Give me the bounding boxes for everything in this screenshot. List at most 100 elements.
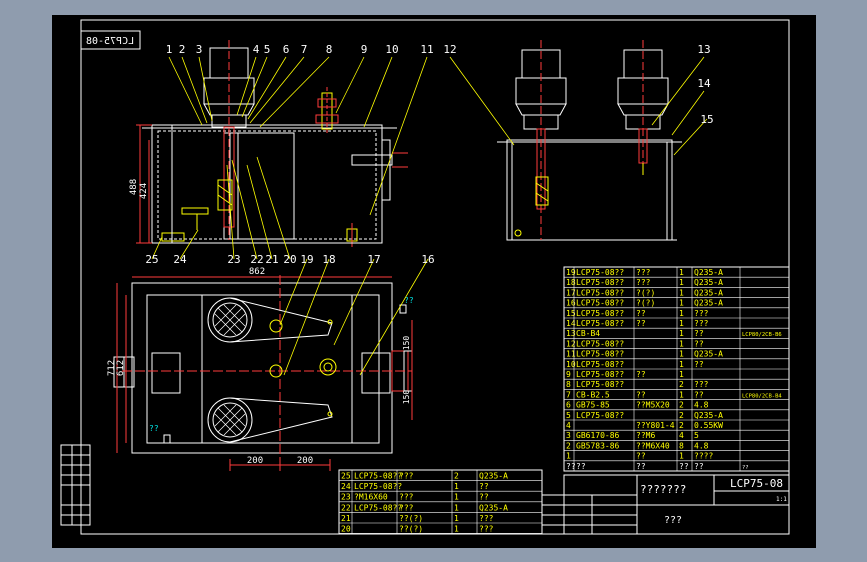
bom-cell: LCP75-08?? [354,472,402,481]
bom-cell: ?? [694,462,704,471]
callout-leader [359,258,429,376]
dim-height-outer: 488 [129,179,139,195]
callout-leader [246,164,273,260]
bom-cell: ?? [636,452,646,461]
dim-span-left: 200 [247,456,263,466]
callout-leader [259,56,330,128]
callout-number: 24 [173,253,187,266]
bom-cell: 21 [341,514,351,523]
bom-cell: 1 [679,339,684,348]
bom-cell: 4 [566,421,571,430]
callout-number: 12 [443,43,456,56]
bom-cell: ??? [694,319,709,328]
bom-cell: ?? [636,309,646,318]
bom-cell: CB-B4 [576,329,600,338]
bom-cell: 1 [679,268,684,277]
callout-leader [369,56,428,216]
callout-number: 16 [421,253,434,266]
bom-cell: 16 [566,299,576,308]
bom-cell: ?? [742,465,749,471]
bom-cell: ??Y801-4 [636,421,675,430]
bom-cell: Q235-A [694,299,723,308]
bom-cell: ?(?) [636,288,655,297]
bom-cell: 19 [566,268,576,277]
bom-cell: LCP75-08?? [576,370,624,379]
bom-cell: 1 [679,309,684,318]
bom-cell: Q235-A [694,288,723,297]
bom-cell: 1 [679,350,684,359]
bom-cell: ??? [479,525,494,534]
bom-cell: ?? [694,339,704,348]
tank-plan-outline [131,282,393,454]
bom-cell: LCP75-08?? [576,268,624,277]
bom-cell: ?M16X60 [354,493,388,502]
bom-cell: GB5783-86 [576,441,620,450]
bom-cell: 8 [679,441,684,450]
bom-cell: 1 [679,360,684,369]
bom-cell: LCP75-08?? [576,380,624,389]
dim-depth-outer: 712 [107,360,117,376]
callout-leader [363,56,393,128]
bom-cell: ?? [636,462,646,471]
bom-cell: ?? [479,482,489,491]
title-block-code: LCP75-08 [730,477,783,490]
bom-cell: Q235-A [694,350,723,359]
bom-cell: 25 [341,472,351,481]
bom-cell: 9 [566,370,571,379]
bom-cell: Q235-A [479,503,508,512]
bom-cell: 17 [566,288,576,297]
bom-cell: ?? [679,462,689,471]
bom-cell: 0.55KW [694,421,723,430]
callout-number: 5 [264,43,271,56]
bom-cell: 8 [566,380,571,389]
callout-leader [181,56,208,124]
bom-cell: ??M6X40 [636,441,670,450]
weld-symbol-lower: ?? [149,424,159,433]
bom-cell: 1 [454,482,459,491]
callout-number: 14 [697,77,711,90]
bom-cell: 2 [566,441,571,450]
bom-cell: ??? [399,503,414,512]
callout-leader [671,90,705,136]
callout-leader [651,56,705,126]
bom-cell: ??? [636,278,651,287]
bom-cell: 6 [566,401,571,410]
mirrored-code-text: LCP75-08 [86,36,134,47]
bom-cell: 5 [566,411,571,420]
callout-leader [249,56,305,124]
bom-cell: 11 [566,350,576,359]
bom-cell: CB-B2.5 [576,390,610,399]
bom-cell: ?? [636,319,646,328]
bom-cell: LCP75-08?? [576,411,624,420]
mirrored-code-box: LCP75-08 [80,30,141,50]
callout-number: 18 [322,253,335,266]
bom-cell: ??(?) [399,525,423,534]
bom-cell: ??M5X20 [636,401,670,410]
dim-span-right: 200 [297,456,313,466]
bom-cell: 1 [454,514,459,523]
dim-r-upper: 150 [402,336,411,351]
bom-cell: 7 [566,390,571,399]
bom-cell: 1 [679,288,684,297]
bom-cell: LCP80/2CB-B4 [742,393,782,399]
title-block [542,474,790,535]
callout-leader [179,229,199,260]
dim-r-lower: 150 [402,390,411,405]
bom-cell: 4 [679,431,684,440]
callout-number: 15 [700,113,713,126]
bom-cell: ??(?) [399,514,423,523]
revision-boxes [60,444,91,526]
bom-cell: LCP75-08?? [576,339,624,348]
callout-leader [256,156,291,260]
bom-cell: LCP75-08?? [354,503,402,512]
bom-cell: 23 [341,493,351,502]
bom-cell: LCP75-08?? [576,350,624,359]
cad-drawing: LCP75-08 [60,19,790,535]
drawing-canvas: LCP75-08 [52,15,816,548]
bom-cell: ?? [694,360,704,369]
bom-cell: 1 [679,390,684,399]
bom-cell: ???? [694,452,713,461]
dim-height-inner: 424 [139,183,149,199]
